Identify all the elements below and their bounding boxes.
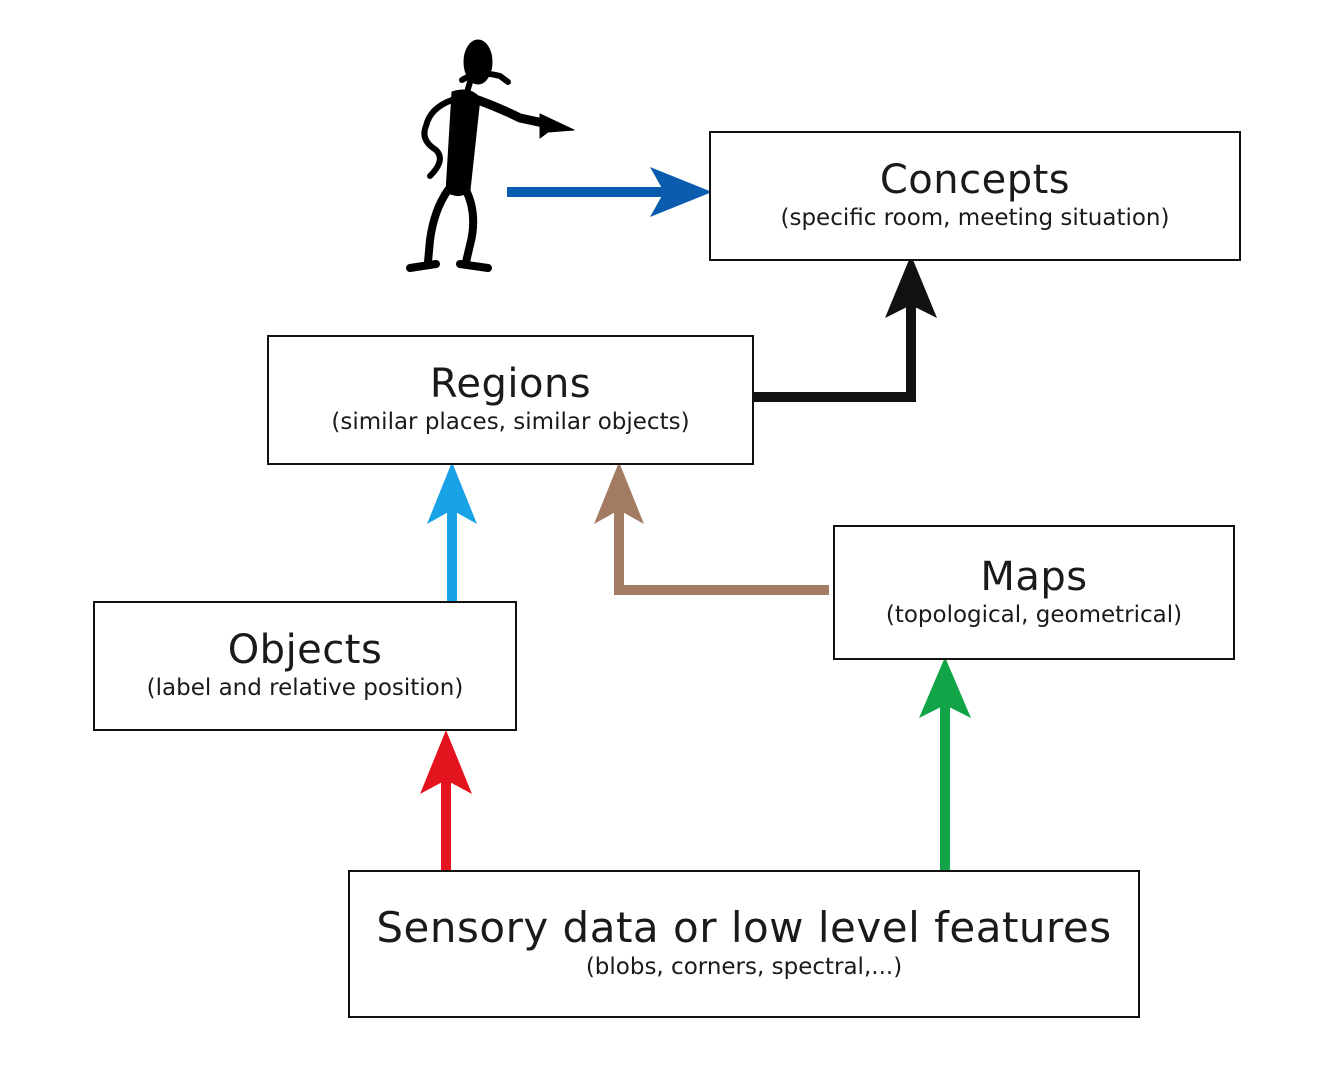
arrow-maps-to-regions xyxy=(594,462,829,595)
regions-subtitle: (similar places, similar objects) xyxy=(331,409,690,436)
regions-title: Regions xyxy=(429,361,592,408)
arrow-regions-to-concepts xyxy=(754,255,937,402)
objects-node: Objects (label and relative position) xyxy=(93,601,517,731)
arrow-person-to-concepts xyxy=(507,167,712,217)
objects-subtitle: (label and relative position) xyxy=(146,675,464,702)
sensory-node: Sensory data or low level features (blob… xyxy=(348,870,1140,1018)
maps-node: Maps (topological, geometrical) xyxy=(833,525,1235,660)
pointing-person-icon xyxy=(406,39,575,272)
objects-title: Objects xyxy=(227,627,383,674)
sensory-subtitle: (blobs, corners, spectral,...) xyxy=(585,954,903,981)
concepts-subtitle: (specific room, meeting situation) xyxy=(780,205,1170,232)
maps-subtitle: (topological, geometrical) xyxy=(885,601,1183,628)
arrow-sensory-to-objects xyxy=(420,730,472,874)
sensory-title: Sensory data or low level features xyxy=(376,902,1112,952)
regions-node: Regions (similar places, similar objects… xyxy=(267,335,754,465)
arrow-objects-to-regions xyxy=(427,462,477,601)
arrow-sensory-to-maps xyxy=(919,657,971,870)
maps-title: Maps xyxy=(980,553,1088,600)
concepts-title: Concepts xyxy=(879,157,1071,204)
concepts-node: Concepts (specific room, meeting situati… xyxy=(709,131,1241,261)
